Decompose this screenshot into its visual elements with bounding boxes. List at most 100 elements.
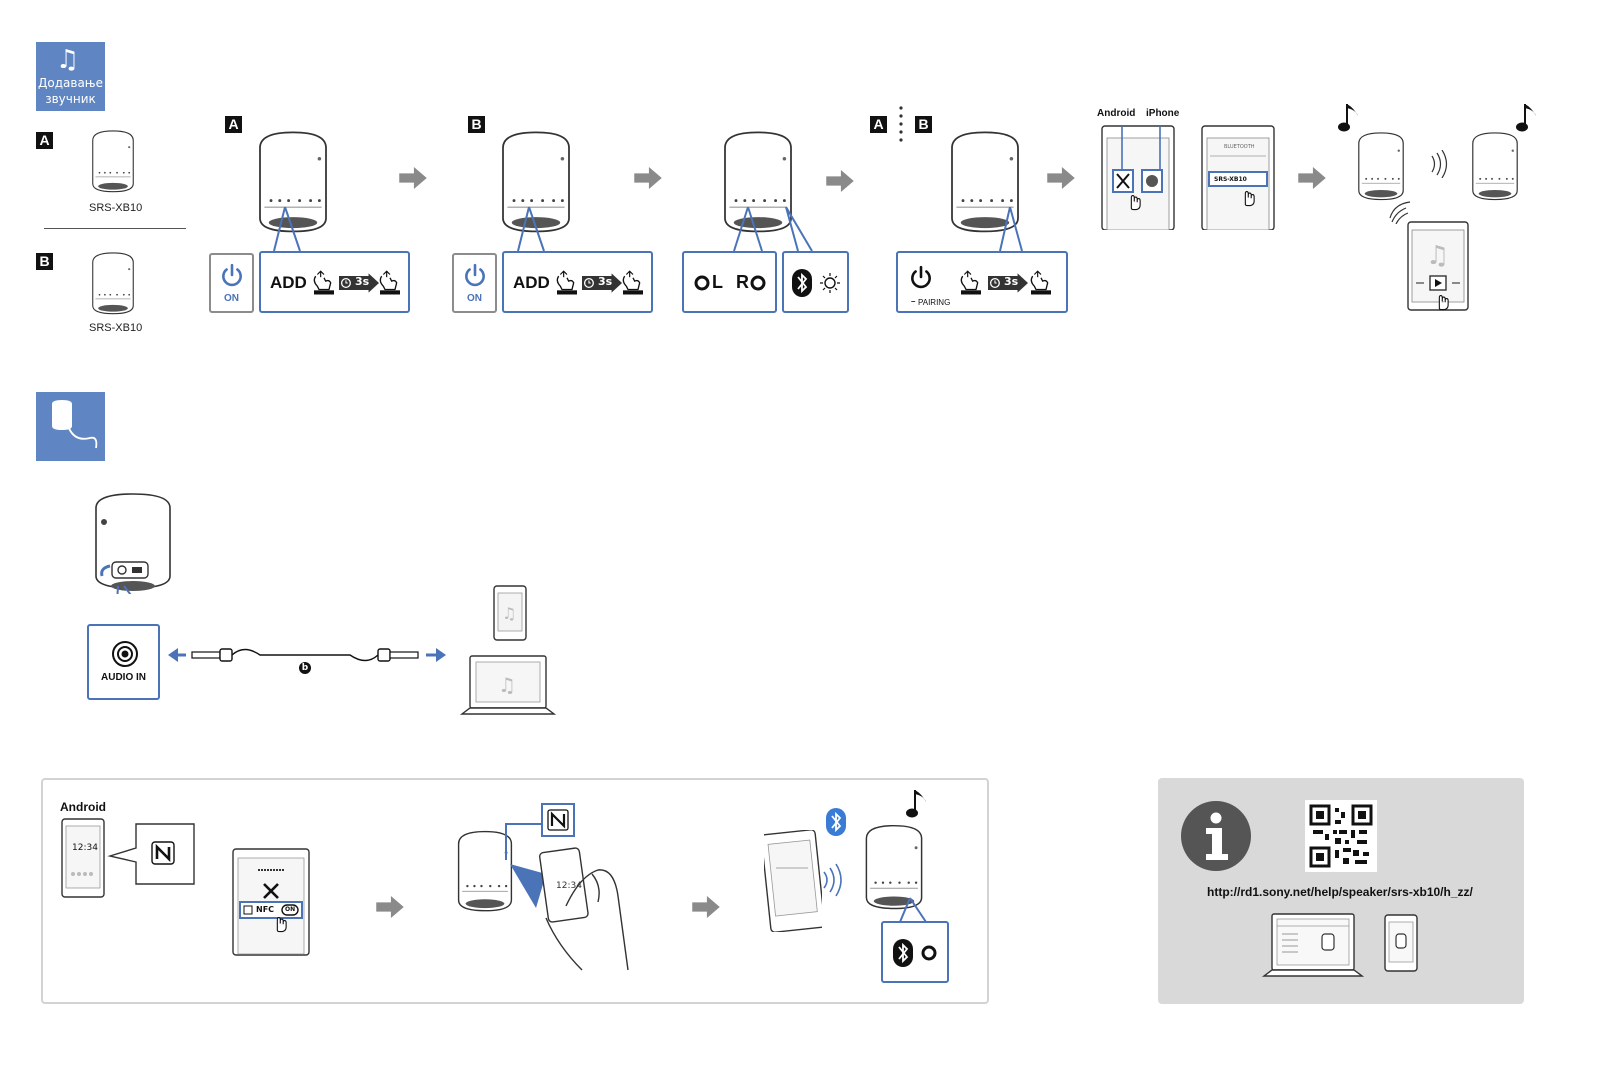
audio-in-section-tile <box>36 392 105 461</box>
tap-hand-icon <box>1124 188 1146 212</box>
press-icon-2 <box>618 265 648 299</box>
nfc-clock: 12:34 <box>72 843 98 853</box>
step2-add-box: ADD 3s <box>502 251 653 313</box>
power-icon <box>462 263 488 289</box>
blinking-light-icon <box>820 273 840 293</box>
step4-label-b: B <box>915 116 932 133</box>
bluetooth-list-phone <box>1201 125 1275 230</box>
add-label: ADD <box>270 273 307 292</box>
info-icon <box>1181 801 1251 871</box>
press-icon <box>309 265 339 299</box>
android-label: Android <box>1097 108 1136 119</box>
step2-callout-line <box>517 206 545 252</box>
step1-power-box: ON <box>209 253 254 313</box>
step3-lr-box: L R <box>682 251 777 313</box>
step2-power-box: ON <box>452 253 497 313</box>
bluetooth-icon <box>893 939 913 967</box>
step3-bt-box <box>782 251 849 313</box>
led-on-icon <box>921 945 937 961</box>
sync-waves-icon <box>1431 150 1448 178</box>
hold-label: 3s <box>355 275 370 288</box>
step2-label-b: B <box>468 116 485 133</box>
audio-in-label: AUDIO IN <box>101 672 146 683</box>
right-speaker-icon <box>1464 130 1526 204</box>
hold-label: 3s <box>598 275 613 288</box>
pairing-dash: – <box>911 297 916 306</box>
nfc-setting-label: NFC <box>256 905 275 914</box>
speaker-b-icon <box>86 250 140 318</box>
step-arrow-1 <box>399 167 427 189</box>
nfc-callout-bubble <box>107 823 195 885</box>
model-a: SRS-XB10 <box>89 202 143 214</box>
audio-jack-icon <box>112 641 138 667</box>
press-icon <box>552 265 582 299</box>
power-icon <box>219 263 245 289</box>
step4-separator-dots <box>899 106 903 142</box>
music-note-icon: ♫ <box>56 45 80 75</box>
qr-code-icon <box>1305 800 1377 872</box>
help-phone-icon <box>1384 914 1418 972</box>
press-icon <box>956 265 986 299</box>
nfc-phone-icon <box>61 818 105 898</box>
device-list-item: SRS-XB10 <box>1214 176 1247 183</box>
led-right-icon <box>750 275 766 291</box>
nfc-speaker-callout <box>899 897 927 923</box>
help-url: http://rd1.sony.net/help/speaker/srs-xb1… <box>1207 885 1473 899</box>
speaker-rear-icon <box>95 493 171 594</box>
nfc-paired-phone-icon <box>764 830 822 932</box>
divider <box>44 228 186 229</box>
step-arrow-4 <box>1047 167 1075 189</box>
step1-callout-line <box>273 206 301 252</box>
step4-pairing-box: – PAIRING 3s <box>896 251 1068 313</box>
nfc-waves-icon <box>823 863 842 897</box>
tap-hand-icon-2 <box>1238 184 1260 208</box>
tap-hand-icon-3 <box>1432 288 1454 312</box>
speaker-cable-icon <box>52 400 98 449</box>
model-b: SRS-XB10 <box>89 322 143 334</box>
step3-callout-lines <box>733 206 813 252</box>
nfc-mark-callout <box>505 803 575 860</box>
player-phone: ♫ <box>1407 221 1469 311</box>
nfc-arrow-1 <box>376 896 404 918</box>
add-label: ADD <box>513 273 550 292</box>
pairing-label: PAIRING <box>918 298 951 307</box>
led-left-icon <box>694 275 710 291</box>
bluetooth-screen-title: BLUETOOTH <box>1224 144 1255 150</box>
nfc-arrow-2 <box>692 896 720 918</box>
source-laptop-icon: ♫ <box>460 655 556 715</box>
step4-callout-line <box>999 206 1023 252</box>
label-a: A <box>36 132 53 149</box>
step1-label-a: A <box>225 116 242 133</box>
audio-cable <box>168 648 446 662</box>
nfc-status-box <box>881 921 949 983</box>
svg-text:♫: ♫ <box>502 604 516 623</box>
press-icon-2 <box>375 265 405 299</box>
nfc-music-note-icon <box>906 786 930 820</box>
speaker-a-icon <box>86 128 140 196</box>
tile-label-line2: звучник <box>45 92 96 106</box>
step-arrow-2 <box>634 167 662 189</box>
nfc-android-label: Android <box>60 800 106 814</box>
cable-marker-label: b <box>301 663 309 673</box>
nfc-hand-phone-icon: 12:34 <box>510 847 629 971</box>
source-phone-icon: ♫ <box>493 585 527 641</box>
right-label: R <box>736 272 749 292</box>
add-speaker-section-tile: ♫ Додавање звучник <box>36 42 105 111</box>
tile-label-line1: Додавање <box>38 76 103 90</box>
nfc-tap-hand-icon <box>270 910 292 934</box>
svg-text:♫: ♫ <box>1426 241 1449 271</box>
left-label: L <box>712 272 723 292</box>
step4-label-a: A <box>870 116 887 133</box>
iphone-label: iPhone <box>1146 108 1180 119</box>
press-icon-2 <box>1026 265 1056 299</box>
music-note-icon-2 <box>1516 100 1540 134</box>
label-b: B <box>36 253 53 270</box>
music-note-icon <box>1338 100 1362 134</box>
svg-text:12:34: 12:34 <box>556 881 582 891</box>
power-icon <box>908 265 934 291</box>
on-label: ON <box>224 293 239 304</box>
step-arrow-3 <box>826 170 854 192</box>
nfc-toggle-label: ON <box>285 906 296 913</box>
bluetooth-logo-icon <box>826 808 846 836</box>
hold-label: 3s <box>1004 275 1019 288</box>
